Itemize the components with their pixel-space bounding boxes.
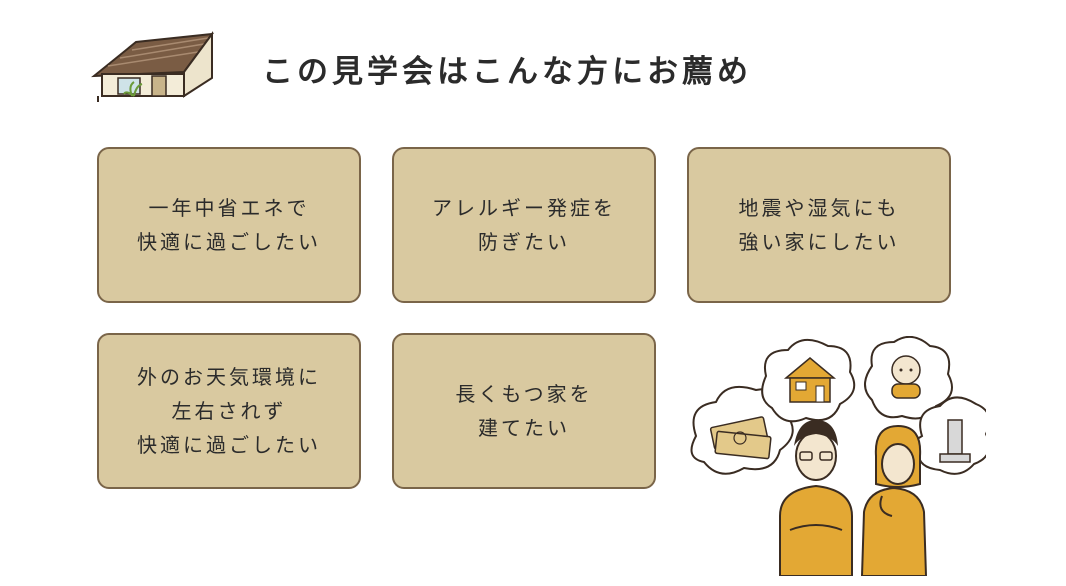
card-text-line: 防ぎたい bbox=[478, 230, 570, 254]
card-text-line: 快適に過ごしたい bbox=[137, 433, 321, 457]
header: この見学会はこんな方にお薦め bbox=[88, 28, 848, 108]
card-text-line: 建てたい bbox=[478, 416, 570, 440]
thinking-man-figure bbox=[779, 420, 853, 576]
money-bubble-icon bbox=[690, 386, 794, 475]
recommendation-card-energy-saving: 一年中省エネで 快適に過ごしたい bbox=[97, 147, 361, 303]
card-text-line: 一年中省エネで bbox=[148, 196, 310, 220]
couple-thinking-illustration bbox=[690, 336, 986, 576]
card-text-line: アレルギー発症を bbox=[432, 196, 616, 220]
card-text-line: 快適に過ごしたい bbox=[137, 230, 321, 254]
house-logo-icon bbox=[91, 30, 215, 102]
recommendation-card-allergy: アレルギー発症を 防ぎたい bbox=[392, 147, 656, 303]
card-text-line: 長くもつ家を bbox=[455, 382, 593, 406]
recommendation-card-weather: 外のお天気環境に 左右されず 快適に過ごしたい bbox=[97, 333, 361, 489]
card-text-line: 左右されず bbox=[171, 399, 287, 423]
recommendation-card-earthquake: 地震や湿気にも 強い家にしたい bbox=[687, 147, 951, 303]
recommendation-card-long-lasting: 長くもつ家を 建てたい bbox=[392, 333, 656, 489]
card-text-line: 地震や湿気にも bbox=[738, 196, 900, 220]
baby-bubble-icon bbox=[864, 336, 953, 420]
page-title: この見学会はこんな方にお薦め bbox=[262, 54, 752, 90]
card-text-line: 強い家にしたい bbox=[738, 230, 900, 254]
card-text-line: 外のお天気環境に bbox=[137, 365, 321, 389]
house-bubble-icon bbox=[761, 339, 856, 423]
thinking-woman-figure bbox=[860, 424, 928, 576]
